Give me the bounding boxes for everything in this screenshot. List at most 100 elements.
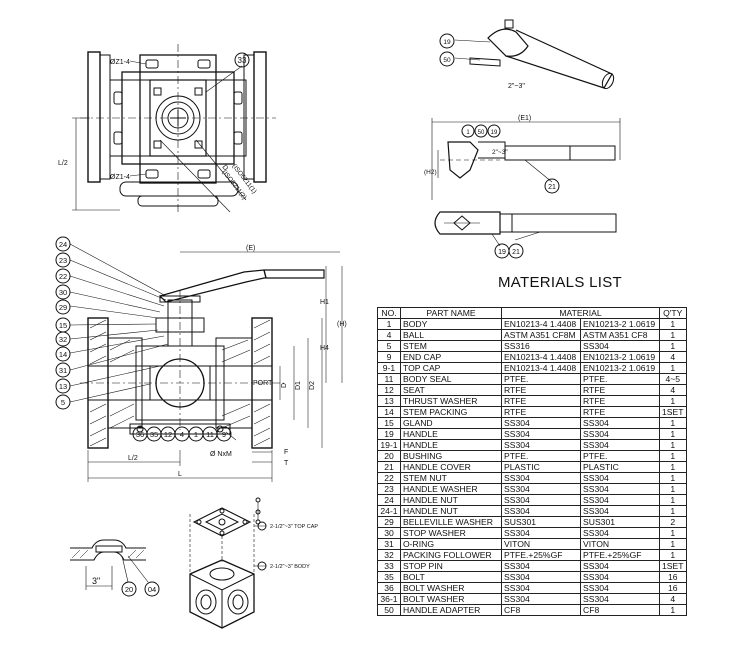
cell-material-2: SS304 [580, 527, 660, 539]
cell-material-2: SS304 [580, 472, 660, 484]
cell-no: 12 [377, 384, 401, 396]
svg-text:11: 11 [206, 430, 214, 439]
cell-material-1: SS304 [501, 571, 581, 583]
bubble-23: 23 [55, 252, 71, 268]
bottom-bubble-row: 36 35 12 4 1 11 9 [132, 426, 232, 442]
section-view [69, 243, 343, 482]
size-top-label: 2"~3" [508, 83, 525, 90]
bubble-33: 33 [234, 52, 250, 68]
cell-no: 35 [377, 571, 401, 583]
cell-qty: 1 [659, 395, 687, 407]
svg-text:12: 12 [164, 430, 172, 439]
cell-qty: 1 [659, 494, 687, 506]
cell-part-name: BODY SEAL [400, 373, 502, 385]
cell-part-name: BOLT WASHER [400, 593, 502, 605]
svg-text:30: 30 [59, 288, 67, 297]
cell-no: 19 [377, 428, 401, 440]
bubble-19-low: 19 [494, 243, 510, 259]
cell-part-name: STOP WASHER [400, 527, 502, 539]
cell-material-1: SS304 [501, 593, 581, 605]
svg-text:4: 4 [180, 430, 184, 439]
cell-qty: 1 [659, 472, 687, 484]
bubble-14: 14 [55, 346, 71, 362]
cell-material-2: SS304 [580, 505, 660, 517]
cell-material-2: ASTM A351 CF8 [580, 329, 660, 341]
e1-label: (E1) [518, 115, 531, 122]
cell-part-name: END CAP [400, 351, 502, 363]
bubble-19-top: 19 [439, 33, 455, 49]
cell-part-name: TOP CAP [400, 362, 502, 374]
bubble-1-mid: 1 [461, 124, 475, 138]
cell-no: 5 [377, 340, 401, 352]
cell-material-2: SS304 [580, 560, 660, 572]
cell-no: 11 [377, 373, 401, 385]
oz1-top-label: ØZ1-4 [110, 59, 130, 66]
cell-material-2: SS304 [580, 582, 660, 594]
cell-material-1: SS304 [501, 417, 581, 429]
cell-no: 24 [377, 494, 401, 506]
header-no: NO. [377, 307, 401, 319]
cell-no: 31 [377, 538, 401, 550]
cell-no: 33 [377, 560, 401, 572]
header-part-name: PART NAME [400, 307, 502, 319]
svg-text:21: 21 [512, 249, 520, 256]
cell-part-name: BALL [400, 329, 502, 341]
svg-text:22: 22 [59, 272, 67, 281]
svg-text:04: 04 [148, 585, 156, 594]
cell-part-name: THRUST WASHER [400, 395, 502, 407]
cell-material-1: RTFE [501, 395, 581, 407]
f-label: F [284, 449, 288, 456]
svg-text:9: 9 [222, 430, 226, 439]
svg-text:21: 21 [548, 184, 556, 191]
cell-material-2: PLASTIC [580, 461, 660, 473]
cell-material-2: PTFE. [580, 373, 660, 385]
cell-no: 22 [377, 472, 401, 484]
h1-label: H1 [320, 299, 329, 306]
cell-no: 20 [377, 450, 401, 462]
cell-qty: 1 [659, 527, 687, 539]
left-bubble-stack: 24 23 22 30 29 15 32 14 31 13 5 [55, 236, 71, 410]
cell-material-2: CF8 [580, 604, 660, 616]
cell-material-2: PTFE.+25%GF [580, 549, 660, 561]
cell-material-1: SS304 [501, 582, 581, 594]
cell-part-name: HANDLE NUT [400, 505, 502, 517]
cell-material-2: SS304 [580, 593, 660, 605]
cell-no: 23 [377, 483, 401, 495]
cell-qty: 1 [659, 439, 687, 451]
cell-material-1: SS304 [501, 483, 581, 495]
cell-part-name: STOP PIN [400, 560, 502, 572]
cell-material-2: VITON [580, 538, 660, 550]
bubble-21-mid: 21 [544, 178, 560, 194]
cell-material-2: SS304 [580, 417, 660, 429]
bubble-21-low: 21 [508, 243, 524, 259]
cell-material-2: SS304 [580, 428, 660, 440]
oz1-bottom-label: ØZ1-4 [110, 174, 130, 181]
cell-material-1: SS304 [501, 439, 581, 451]
cell-no: 32 [377, 549, 401, 561]
svg-text:50: 50 [443, 57, 451, 64]
d1-label: D1 [295, 381, 302, 390]
cell-qty: 1 [659, 549, 687, 561]
cell-no: 9-1 [377, 362, 401, 374]
t-label: T [284, 460, 289, 467]
cell-qty: 1 [659, 417, 687, 429]
cell-material-2: EN10213-2 1.0619 [580, 362, 660, 374]
handle-side-view [431, 118, 621, 200]
cell-no: 50 [377, 604, 401, 616]
cell-material-1: SS304 [501, 494, 581, 506]
cell-material-2: RTFE [580, 384, 660, 396]
cell-qty: 16 [659, 571, 687, 583]
cell-qty: 1 [659, 604, 687, 616]
cell-material-2: PTFE. [580, 450, 660, 462]
svg-text:1: 1 [194, 430, 198, 439]
cell-no: 15 [377, 417, 401, 429]
svg-text:23: 23 [59, 256, 67, 265]
